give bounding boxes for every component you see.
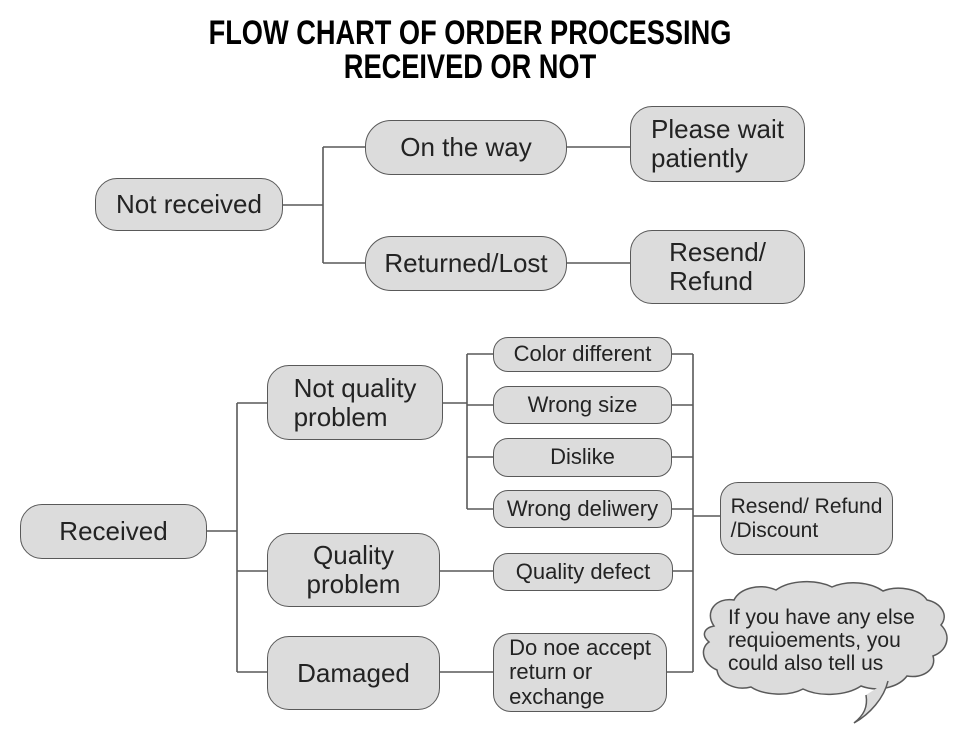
node-wrong-size: Wrong size: [493, 386, 672, 424]
node-returned-lost-label: Returned/Lost: [384, 248, 548, 279]
title-line-1: FLOW CHART OF ORDER PROCESSING: [208, 14, 732, 52]
node-quality-problem-label: Quality problem: [306, 540, 401, 599]
node-received-label: Received: [59, 516, 168, 547]
speech-bubble-tail: [853, 680, 889, 724]
node-wrong-delivery: Wrong deliwery: [493, 490, 672, 528]
node-please-wait-patiently: Please wait patiently: [630, 106, 805, 182]
title-line-2: RECEIVED OR NOT: [343, 48, 597, 86]
node-quality-defect-label: Quality defect: [515, 558, 651, 584]
page-title: FLOW CHART OF ORDER PROCESSING RECEIVED …: [94, 16, 846, 84]
node-dislike-label: Dislike: [550, 444, 615, 470]
node-do-not-accept-return: Do noe accept return or exchange: [493, 633, 667, 712]
node-color-different-label: Color different: [513, 341, 652, 367]
node-quality-problem: Quality problem: [267, 533, 440, 607]
node-not-received-label: Not received: [116, 189, 262, 220]
node-resend-refund-discount-label: Resend/ Refund /Discount: [730, 495, 883, 542]
node-quality-defect: Quality defect: [493, 553, 673, 591]
node-color-different: Color different: [493, 337, 672, 372]
connector-received-branch: [207, 402, 267, 673]
node-wrong-size-label: Wrong size: [527, 391, 638, 417]
node-resend-refund-discount: Resend/ Refund /Discount: [720, 482, 893, 555]
speech-bubble-text: If you have any else requioements, you c…: [728, 606, 915, 675]
speech-bubble-shape: [702, 581, 948, 695]
node-on-the-way: On the way: [365, 120, 567, 175]
node-not-quality-problem: Not quality problem: [267, 365, 443, 440]
node-not-quality-problem-label: Not quality problem: [293, 372, 417, 432]
connector-resolution-collector: [667, 353, 720, 673]
node-resend-refund: Resend/ Refund: [630, 230, 805, 304]
node-received: Received: [20, 504, 207, 559]
node-resend-refund-label: Resend/ Refund: [669, 237, 766, 296]
connector-quality-damaged: [440, 570, 493, 673]
node-damaged: Damaged: [267, 636, 440, 710]
node-wrong-delivery-label: Wrong deliwery: [506, 495, 659, 521]
connector-not-quality-branch: [443, 353, 493, 510]
node-returned-lost: Returned/Lost: [365, 236, 567, 291]
node-damaged-label: Damaged: [297, 657, 410, 688]
node-please-wait-label: Please wait patiently: [651, 114, 784, 173]
node-do-not-accept-return-label: Do noe accept return or exchange: [509, 635, 651, 709]
connector-not-received-branch: [283, 146, 630, 264]
node-not-received: Not received: [95, 178, 283, 231]
node-dislike: Dislike: [493, 438, 672, 477]
node-on-the-way-label: On the way: [400, 132, 532, 163]
